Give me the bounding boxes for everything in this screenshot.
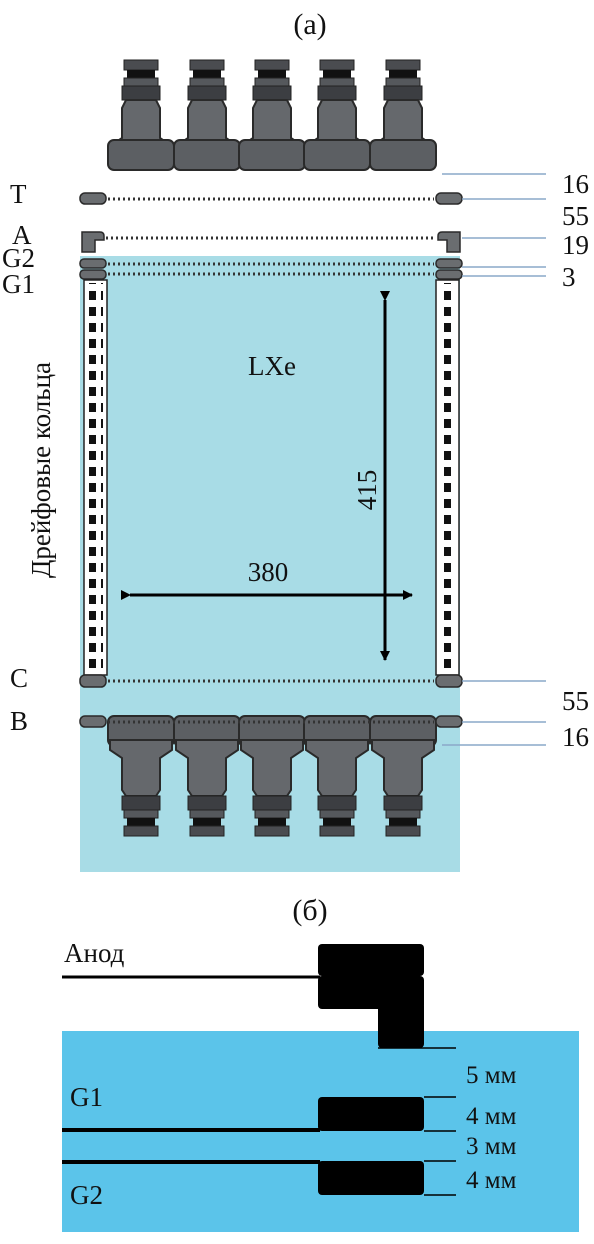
- lxe-label: LXe: [248, 351, 296, 381]
- spacing-value: 19: [562, 230, 589, 260]
- pmt-top-3: [238, 59, 306, 171]
- electrode-t: [79, 192, 463, 205]
- electrode-a: [81, 231, 461, 253]
- pmt-top-4: [303, 59, 371, 171]
- pmt-top-array: [107, 59, 437, 171]
- label-g2: G2: [2, 243, 35, 273]
- pmt-bottom-array: [107, 715, 437, 837]
- spacing-value: 3: [562, 262, 576, 292]
- anode-label: Анод: [64, 938, 125, 968]
- panel-b-label: (б): [292, 894, 327, 927]
- spacing-value: 16: [562, 169, 589, 199]
- spacing-value: 16: [562, 722, 589, 752]
- gap-4mm-upper: 4 мм: [466, 1103, 517, 1130]
- label-c: C: [10, 663, 28, 693]
- electrode-g2: [79, 258, 463, 269]
- label-b: B: [10, 706, 28, 736]
- spacing-leaders: [442, 173, 546, 746]
- drift-rings-label: Дрейфовые кольца: [26, 362, 56, 578]
- electrode-b: [79, 715, 463, 728]
- electrode-c: [79, 674, 463, 688]
- panel-a-label: (а): [293, 8, 326, 41]
- grid-g1: [62, 1096, 456, 1132]
- label-a: A: [12, 220, 32, 250]
- gap-4mm-lower: 4 мм: [466, 1167, 517, 1194]
- anode-electrode: [62, 944, 456, 1049]
- label-t: T: [10, 179, 27, 209]
- pmt-top-1: [107, 59, 175, 171]
- spacing-value: 55: [562, 686, 589, 716]
- gap-3mm: 3 мм: [466, 1133, 517, 1160]
- height-dimension-label: 415: [352, 470, 382, 511]
- width-dimension-label: 380: [248, 557, 289, 587]
- label-g1: G1: [2, 269, 35, 299]
- drift-rings-right: [435, 279, 460, 676]
- g1-label: G1: [70, 1082, 103, 1112]
- gap-5mm: 5 мм: [466, 1062, 517, 1089]
- g2-label: G2: [70, 1180, 103, 1210]
- pmt-top-2: [173, 59, 241, 171]
- spacing-value: 55: [562, 201, 589, 231]
- pmt-top-5: [369, 59, 437, 171]
- grid-g2: [62, 1160, 456, 1196]
- electrode-g1: [79, 269, 463, 280]
- drift-rings-left: [83, 279, 108, 676]
